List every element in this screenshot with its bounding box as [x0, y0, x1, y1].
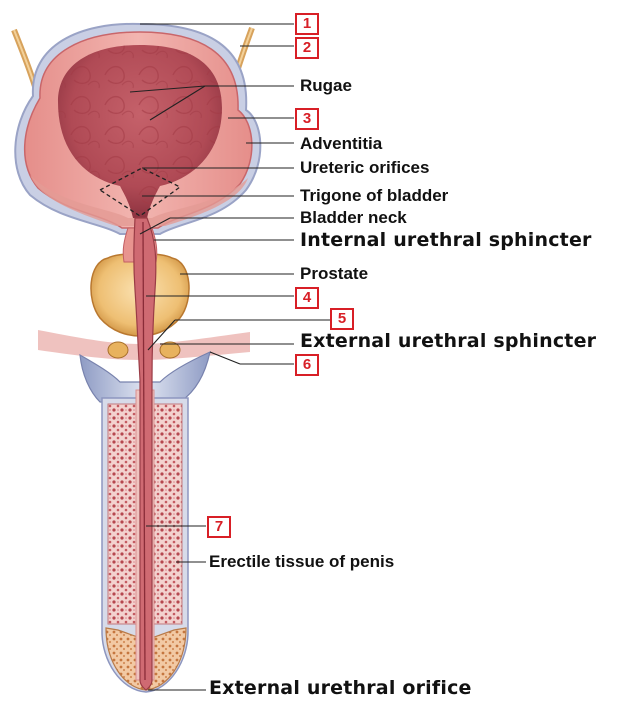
label-bladder-neck: Bladder neck: [300, 208, 407, 227]
marker-6: 6: [295, 354, 319, 376]
urethra: [133, 217, 157, 691]
label-trigone: Trigone of bladder: [300, 186, 449, 205]
marker-5: 5: [330, 308, 354, 330]
marker-7: 7: [207, 516, 231, 538]
label-internal-sphincter: Internal urethral sphincter: [300, 229, 592, 251]
marker-2: 2: [295, 37, 319, 59]
marker-1: 1: [295, 13, 319, 35]
label-erectile-tissue: Erectile tissue of penis: [209, 552, 395, 571]
leader-lines: [129, 23, 330, 691]
label-ureteric-orifices: Ureteric orifices: [300, 158, 430, 177]
marker-4: 4: [295, 287, 319, 309]
trigone-outline: [98, 167, 182, 217]
corpus-cavernosum-left: [107, 403, 137, 625]
label-rugae: Rugae: [300, 76, 352, 95]
label-external-orifice: External urethral orifice: [209, 677, 472, 699]
marker-3: 3: [295, 108, 319, 130]
label-external-sphincter: External urethral sphincter: [300, 330, 597, 352]
label-prostate: Prostate: [300, 264, 369, 283]
corpus-cavernosum-right: [153, 403, 183, 625]
label-adventitia: Adventitia: [300, 134, 383, 153]
